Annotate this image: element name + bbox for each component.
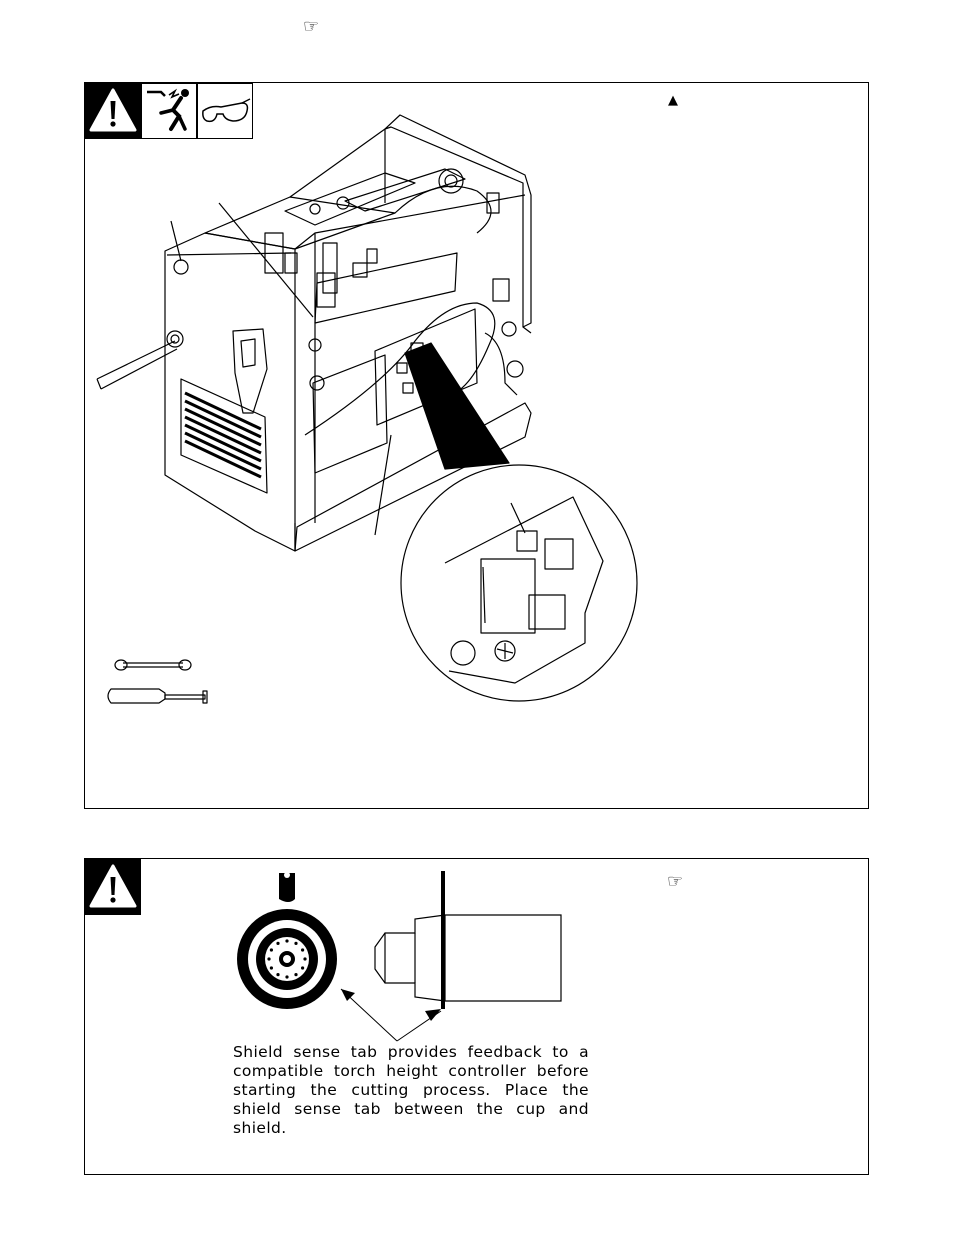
warning-triangle-icon: [85, 83, 141, 139]
torch-side-view: [374, 914, 562, 1002]
shield-sense-tab-side: [441, 871, 445, 1009]
note-pointer-icon: ☞: [667, 871, 684, 892]
electric-shock-icon: [147, 88, 189, 131]
panel-unit-illustration: ▲: [84, 82, 869, 809]
shield-sense-tab-caption: Shield sense tab provides feedback to a …: [233, 1043, 589, 1137]
caution-triangle-marker: ▲: [668, 93, 678, 108]
panel-shield-sense-tab: ☞: [84, 858, 869, 1175]
safety-glasses-icon: [202, 98, 251, 123]
unit-cutaway-drawing: [96, 114, 638, 704]
safety-icons-strip: [141, 83, 253, 139]
note-pointer-icon: ☞: [303, 16, 320, 37]
warning-triangle-icon: [85, 859, 141, 915]
shield-front-view: [237, 872, 337, 1009]
shield-sense-tab-drawing: [237, 871, 562, 1042]
